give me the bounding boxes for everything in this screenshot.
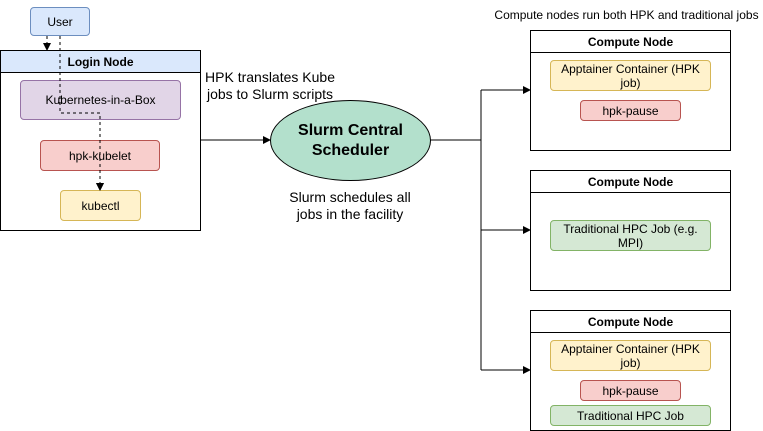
compute-node-2-hpc-line2: MPI) [617, 235, 644, 250]
compute-node-3-hpk-pause-label: hpk-pause [602, 383, 659, 398]
slurm-schedules-line2: jobs in the facility [296, 206, 404, 222]
compute-node-2-traditional-hpc-job: Traditional HPC Job (e.g. MPI) [550, 220, 711, 251]
kubectl-label: kubectl [81, 198, 120, 213]
hpk-translates-line2: jobs to Slurm scripts [206, 86, 334, 102]
compute-node-3-header: Compute Node [531, 311, 730, 333]
compute-node-1-apptainer-line2: job) [620, 75, 641, 90]
scheduler-line1: Slurm Central [298, 121, 403, 139]
slurm-central-scheduler: Slurm Central Scheduler [270, 100, 431, 181]
kubernetes-in-a-box-node: Kubernetes-in-a-Box [20, 80, 181, 120]
compute-node-1-hpk-pause-label: hpk-pause [602, 103, 659, 118]
hpk-translates-note: HPK translates Kube jobs to Slurm script… [200, 69, 340, 103]
compute-node-3-hpc-label: Traditional HPC Job [577, 408, 684, 423]
compute-node-2-title: Compute Node [587, 174, 674, 189]
compute-node-1-hpk-pause: hpk-pause [580, 100, 681, 121]
login-node-header: Login Node [1, 51, 200, 73]
scheduler-line2: Scheduler [311, 141, 390, 159]
compute-node-3-apptainer-line1: Apptainer Container (HPK [561, 341, 700, 356]
compute-nodes-note: Compute nodes run both HPK and tradition… [494, 8, 759, 22]
slurm-schedules-line1: Slurm schedules all [289, 189, 411, 205]
compute-node-1-header: Compute Node [531, 31, 730, 53]
login-node-title: Login Node [67, 54, 134, 69]
compute-node-3-apptainer-line2: job) [620, 355, 641, 370]
compute-node-3-traditional-hpc-job: Traditional HPC Job [550, 405, 711, 426]
user-node: User [30, 7, 90, 36]
compute-node-2-header: Compute Node [531, 171, 730, 193]
slurm-schedules-note: Slurm schedules all jobs in the facility [275, 189, 425, 223]
compute-node-1-apptainer-line1: Apptainer Container (HPK [561, 61, 700, 76]
hpk-kubelet-label: hpk-kubelet [68, 148, 132, 163]
compute-node-3-hpk-pause: hpk-pause [580, 380, 681, 401]
compute-node-3-apptainer: Apptainer Container (HPK job) [550, 340, 711, 371]
hpk-translates-line1: HPK translates Kube [205, 69, 335, 85]
kubectl-node: kubectl [60, 190, 141, 221]
compute-node-2-hpc-line1: Traditional HPC Job (e.g. [563, 221, 698, 236]
compute-node-1-apptainer: Apptainer Container (HPK job) [550, 60, 711, 91]
compute-node-3-title: Compute Node [587, 314, 674, 329]
hpk-kubelet-node: hpk-kubelet [40, 140, 160, 171]
kubernetes-in-a-box-label: Kubernetes-in-a-Box [45, 93, 156, 107]
user-label: User [47, 14, 73, 29]
compute-node-1-title: Compute Node [587, 34, 674, 49]
